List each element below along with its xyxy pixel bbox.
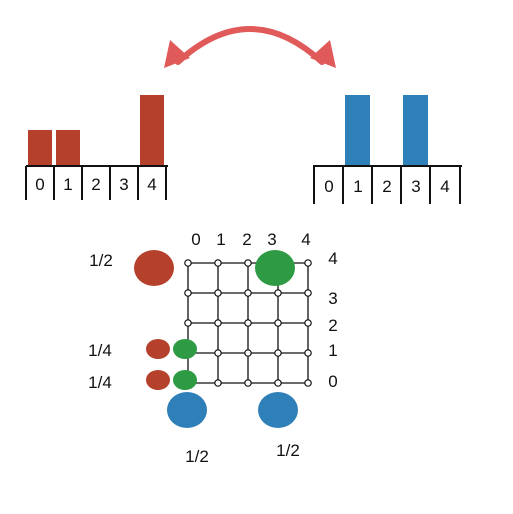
grid-row-label-3: 3 [328,289,337,308]
green-mass-mid [173,339,197,359]
grid-node [274,289,282,297]
grid-node [214,379,222,387]
left-bar-4 [140,95,164,165]
right-bin-label-3: 3 [411,177,420,196]
grid-node [274,379,282,387]
swap-arrow-curve [175,26,325,65]
grid-node [214,349,222,357]
mass-label-red-mid: 1/4 [88,341,112,360]
grid-node [184,319,192,327]
grid-col-label-1: 1 [216,230,225,249]
left-bin-label-0: 0 [35,175,44,194]
blue-mass-right [258,392,298,428]
grid-node [184,289,192,297]
left-bin-label-2: 2 [91,175,100,194]
grid-node [274,349,282,357]
grid-col-label-2: 2 [242,230,251,249]
grid-node [184,259,192,267]
left-bin-label-3: 3 [119,175,128,194]
left-histogram: 0 1 2 3 4 [25,95,168,200]
grid-node [244,379,252,387]
grid-node [244,319,252,327]
coupling-grid: 0 1 2 3 4 4 3 2 1 0 [184,230,338,391]
mass-label-red-low: 1/4 [88,373,112,392]
swap-arrow-head-left [164,40,190,68]
grid-node [214,319,222,327]
mass-labels: 1/2 1/4 1/4 1/2 1/2 [88,251,300,466]
mass-label-blue-right: 1/2 [276,441,300,460]
grid-node [244,349,252,357]
green-mass-top [255,250,295,286]
swap-arrow-head-right [310,40,336,68]
red-mass-mid [146,339,170,359]
mass-label-blue-left: 1/2 [185,447,209,466]
mass-label-red-top: 1/2 [89,251,113,270]
grid-row-label-2: 2 [328,316,337,335]
mass-circles [134,250,298,428]
grid-row-label-0: 0 [328,372,337,391]
grid-node [244,289,252,297]
right-bin-label-2: 2 [382,177,391,196]
grid-row-label-1: 1 [328,341,337,360]
green-mass-low [173,370,197,390]
grid-node [304,349,312,357]
red-mass-top [134,250,174,286]
grid-node [304,259,312,267]
grid-node [244,259,252,267]
left-bar-0 [28,130,52,165]
grid-node [214,289,222,297]
swap-arrow [164,26,336,68]
grid-col-label-4: 4 [301,230,310,249]
right-histogram: 0 1 2 3 4 [313,95,462,204]
red-mass-low [146,370,170,390]
right-bin-label-0: 0 [324,177,333,196]
grid-node [304,379,312,387]
right-bar-3 [403,95,428,165]
right-bin-label-4: 4 [440,177,449,196]
right-bin-label-1: 1 [353,177,362,196]
grid-node [214,259,222,267]
grid-row-label-4: 4 [328,249,337,268]
right-bar-1 [345,95,370,165]
blue-mass-left [167,392,207,428]
grid-col-label-0: 0 [191,230,200,249]
left-bin-label-1: 1 [63,175,72,194]
grid-node [274,319,282,327]
grid-col-label-3: 3 [267,230,276,249]
left-bar-1 [56,130,80,165]
grid-node [304,319,312,327]
grid-node [304,289,312,297]
left-bin-label-4: 4 [147,175,156,194]
